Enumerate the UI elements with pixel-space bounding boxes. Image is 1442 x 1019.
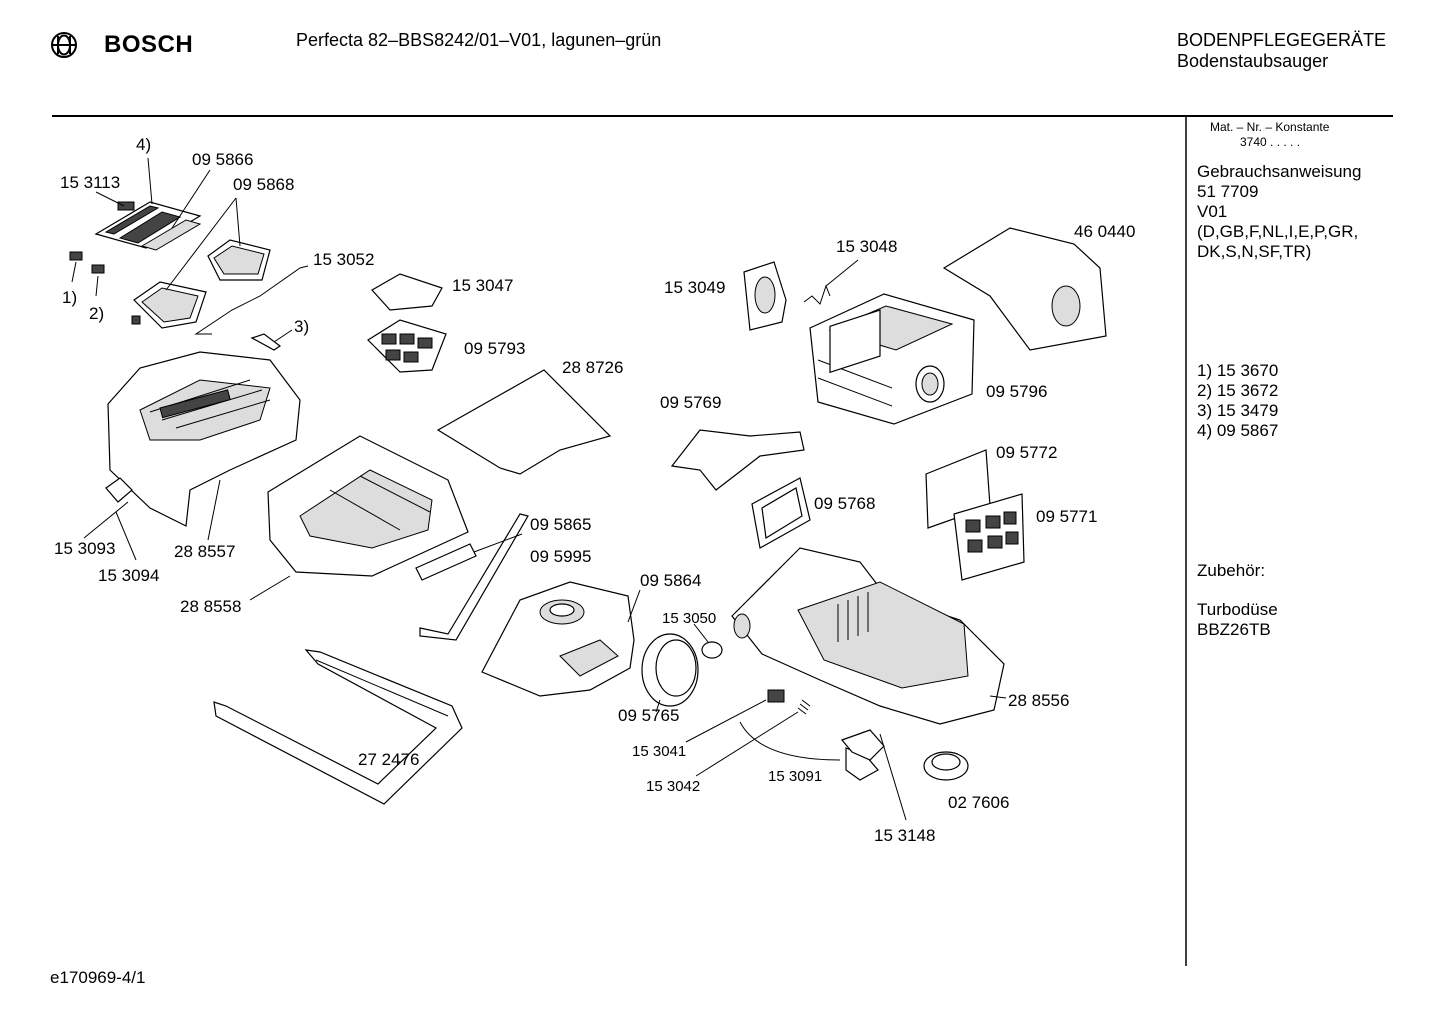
clip-3	[250, 333, 282, 351]
part-label: 09 5768	[814, 494, 875, 513]
part-label: 09 5865	[530, 515, 591, 534]
hepa-filter-left	[131, 281, 207, 329]
bosch-logo	[50, 31, 78, 64]
part-label: 09 5995	[530, 547, 591, 566]
manual-line: Gebrauchsanweisung	[1197, 162, 1362, 181]
subcategory-title: Bodenstaubsauger	[1177, 51, 1329, 71]
spring-153042	[797, 699, 811, 715]
filter-frame-wire	[194, 265, 309, 335]
part-label: 15 3052	[313, 250, 374, 269]
part-label: 15 3048	[836, 237, 897, 256]
lid-cover	[436, 369, 612, 475]
part-label: 15 3049	[664, 278, 725, 297]
part-label: 09 5864	[640, 571, 701, 590]
part-label: 28 8557	[174, 542, 235, 561]
pre-filter	[371, 273, 443, 311]
part-label: 09 5765	[618, 706, 679, 725]
spring-153048	[803, 284, 831, 305]
filter-grid	[367, 319, 447, 373]
part-label: 09 5866	[192, 150, 253, 169]
part-label: 28 8556	[1008, 691, 1069, 710]
accessory-title: Zubehör:	[1197, 561, 1266, 580]
part-label: 15 3094	[98, 566, 159, 585]
manual-line: 51 7709	[1197, 182, 1259, 201]
part-label: 46 0440	[1074, 222, 1135, 241]
part-label: 15 3091	[768, 768, 822, 785]
bumper-line	[315, 659, 449, 717]
mat-number-label: Mat. – Nr. – Konstante	[1210, 120, 1330, 134]
model-title: Perfecta 82–BBS8242/01–V01, lagunen–grün	[296, 30, 662, 50]
seal-ring-095768	[751, 477, 811, 549]
hepa-filter-right	[207, 239, 271, 281]
upper-housing	[105, 351, 301, 527]
part-label: 09 5772	[996, 443, 1057, 462]
part-label: 15 3042	[646, 778, 700, 795]
cable-153091	[739, 721, 841, 761]
part-label: 02 7606	[948, 793, 1009, 812]
manual-block: Gebrauchsanweisung 51 7709 V01 (D,GB,F,N…	[1197, 162, 1361, 262]
part-label: 27 2476	[358, 750, 419, 769]
bracket-153148	[840, 729, 885, 761]
note-line: 4) 09 5867	[1197, 421, 1279, 440]
rear-cover	[481, 581, 635, 697]
switch-153041	[767, 689, 785, 703]
part-label: 09 5796	[986, 382, 1047, 401]
part-label: 1)	[62, 288, 77, 307]
bosch-armature-icon	[51, 32, 77, 58]
part-label: 28 8726	[562, 358, 623, 377]
part-label: 2)	[89, 304, 104, 323]
part-labels: 4) 09 5866 15 3113 09 5868 1) 2) 15 3052…	[54, 135, 1135, 845]
notes-block: 1) 15 3670 2) 15 3672 3) 15 3479 4) 09 5…	[1197, 361, 1278, 441]
part-label: 15 3047	[452, 276, 513, 295]
category-title: BODENPFLEGEGERÄTE	[1177, 30, 1387, 50]
bag-housing	[267, 435, 469, 577]
part-label: 15 3148	[874, 826, 935, 845]
accessory-line: BBZ26TB	[1197, 620, 1271, 639]
exhaust-filter-095771	[953, 493, 1025, 581]
gasket-plate-095769	[670, 429, 805, 491]
part-label: 09 5868	[233, 175, 294, 194]
handle-095995	[419, 513, 529, 641]
leader-lines	[71, 157, 1007, 821]
manual-line: (D,GB,F,NL,I,E,P,GR,	[1197, 222, 1359, 241]
part-label: 15 3113	[60, 173, 120, 192]
filter-cassette	[69, 201, 202, 274]
part-label: 4)	[136, 135, 151, 154]
base-housing-288556	[731, 309, 1005, 725]
part-label: 28 8558	[180, 597, 241, 616]
bumper-strip	[213, 649, 463, 805]
bracket-095865	[415, 543, 477, 581]
part-label: 15 3050	[662, 610, 716, 627]
note-line: 2) 15 3672	[1197, 381, 1279, 400]
part-label: 09 5771	[1036, 507, 1097, 526]
part-label: 09 5793	[464, 339, 525, 358]
accessory-line: Turbodüse	[1197, 600, 1278, 619]
dust-bag-460440	[942, 227, 1107, 351]
part-label: 15 3041	[632, 743, 686, 760]
accessory-block: Turbodüse BBZ26TB	[1197, 600, 1278, 640]
part-label: 09 5769	[660, 393, 721, 412]
brand-name: BOSCH	[104, 31, 194, 58]
part-label: 15 3093	[54, 539, 115, 558]
ring-027606	[923, 751, 969, 781]
manual-line: V01	[1197, 202, 1228, 221]
manual-line: DK,S,N,SF,TR)	[1197, 242, 1312, 261]
note-line: 3) 15 3479	[1197, 401, 1279, 420]
wheel-095765	[641, 633, 699, 707]
mat-number-value: 3740 . . . . .	[1240, 135, 1301, 149]
doc-id: e170969-4/1	[50, 968, 146, 987]
bushing-153050	[701, 641, 723, 659]
part-label: 3)	[294, 317, 309, 336]
note-line: 1) 15 3670	[1197, 361, 1279, 380]
bag-holder-153049	[743, 261, 787, 331]
